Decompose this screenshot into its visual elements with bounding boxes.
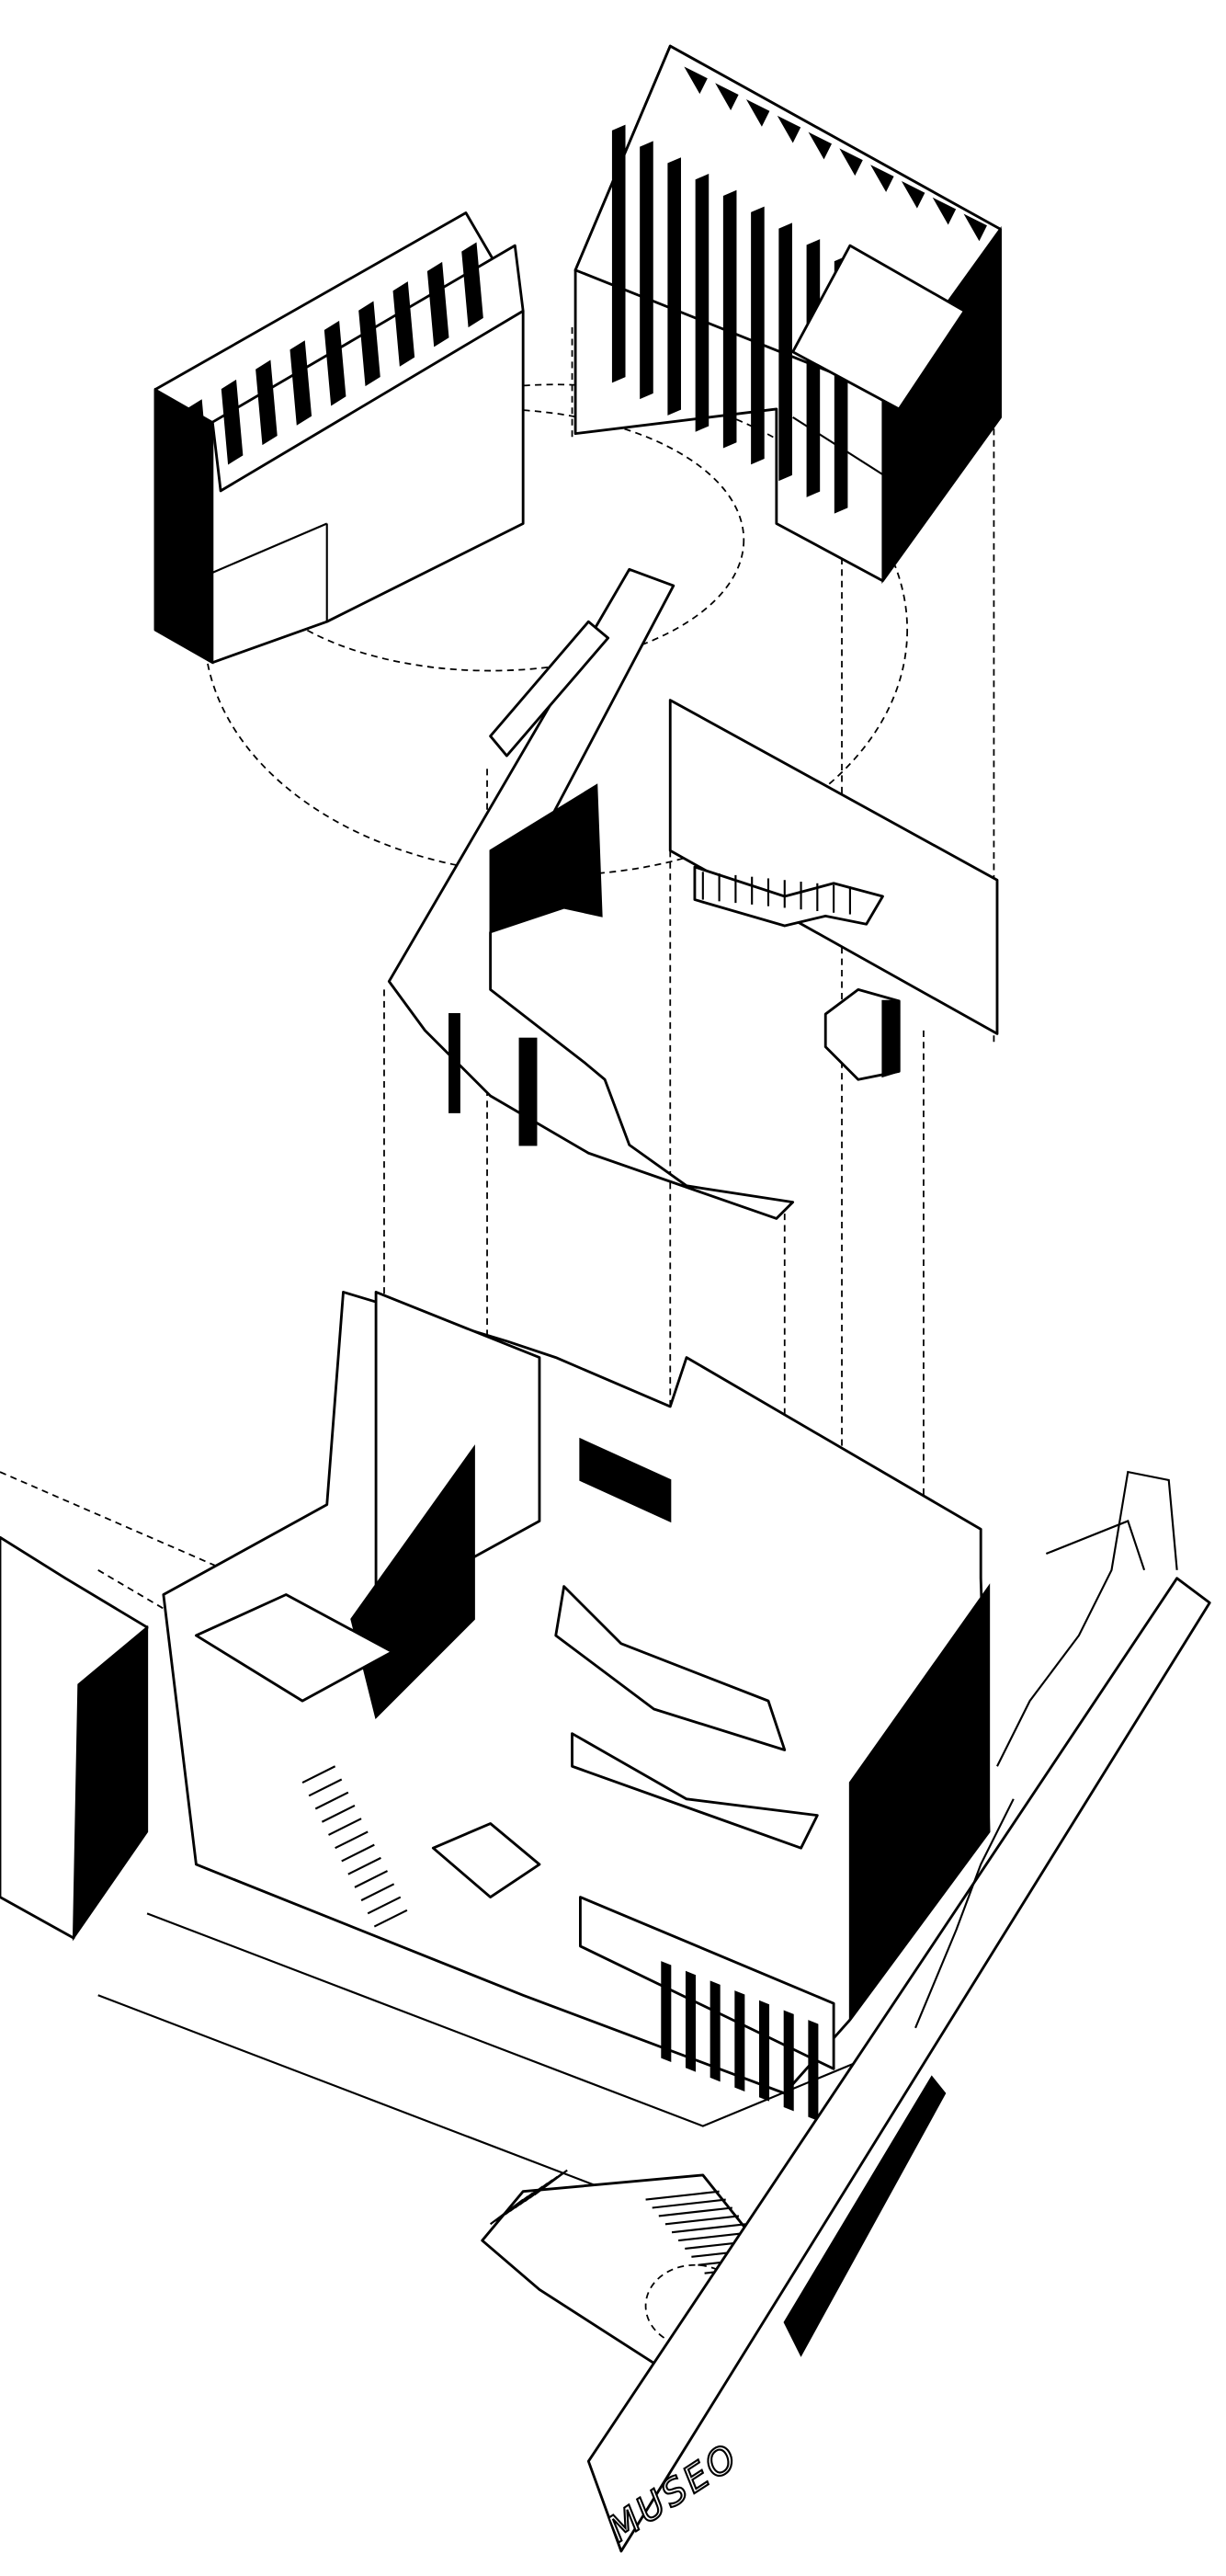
skylight (901, 180, 925, 209)
middle-floor-slab (387, 567, 795, 1220)
stair-tread (664, 2215, 740, 2226)
stair-tread (341, 1843, 375, 1863)
column (685, 1970, 697, 2072)
wall-panel-with-stair (668, 699, 999, 1081)
skylight (870, 165, 894, 192)
roof-rib (722, 189, 737, 449)
column (661, 1961, 672, 2062)
roof-rib (255, 359, 278, 446)
roof-rib (751, 206, 765, 465)
column (783, 2010, 794, 2112)
roof-rib (289, 340, 312, 426)
stair-hatch (301, 1765, 408, 1928)
stair-tread (671, 2223, 746, 2234)
roof-rib (695, 173, 709, 432)
stair-tread (301, 1765, 336, 1784)
roof-rib (426, 261, 449, 348)
stair-hatch (701, 872, 851, 915)
stair-tread (658, 2206, 732, 2217)
stair-tread (360, 1883, 395, 1902)
roof-rib (461, 242, 483, 328)
stair-tread (645, 2190, 720, 2201)
stair-tread (314, 1791, 349, 1810)
roof-rib (806, 239, 821, 497)
roof-rib (392, 281, 415, 367)
roof-rib (778, 222, 792, 482)
stair-tread (373, 1909, 408, 1928)
upper-block-left (153, 211, 525, 665)
roof-rib (611, 124, 626, 383)
skylight (684, 66, 708, 95)
stair-tread (321, 1804, 356, 1823)
roof-rib (667, 157, 681, 416)
stair-tread (367, 1896, 402, 1915)
upper-block-right (573, 44, 1002, 585)
skylight (839, 148, 863, 177)
entry-street (97, 1470, 1211, 2553)
column (808, 2020, 819, 2122)
stair-tread (308, 1778, 343, 1797)
lower-building-complex (0, 1291, 991, 2122)
stair-tread (328, 1818, 362, 1836)
roof-rib (324, 320, 346, 406)
stair-tread (335, 1830, 369, 1850)
skylight (963, 213, 987, 242)
roof-rib (640, 141, 653, 400)
roof-rib (358, 301, 380, 387)
skylight (932, 197, 957, 225)
column (734, 1990, 745, 2092)
column (709, 1980, 721, 2082)
stair-tread (652, 2198, 726, 2209)
skylight (777, 115, 801, 143)
stair-tread (533, 2169, 568, 2196)
stair-tread (354, 1870, 389, 1888)
roof-rib (221, 379, 244, 465)
column (759, 2000, 770, 2102)
stair-tread (347, 1856, 381, 1875)
skylight (715, 83, 739, 110)
roof-rib (187, 399, 210, 484)
skylight (808, 131, 832, 160)
skylight (745, 99, 770, 127)
